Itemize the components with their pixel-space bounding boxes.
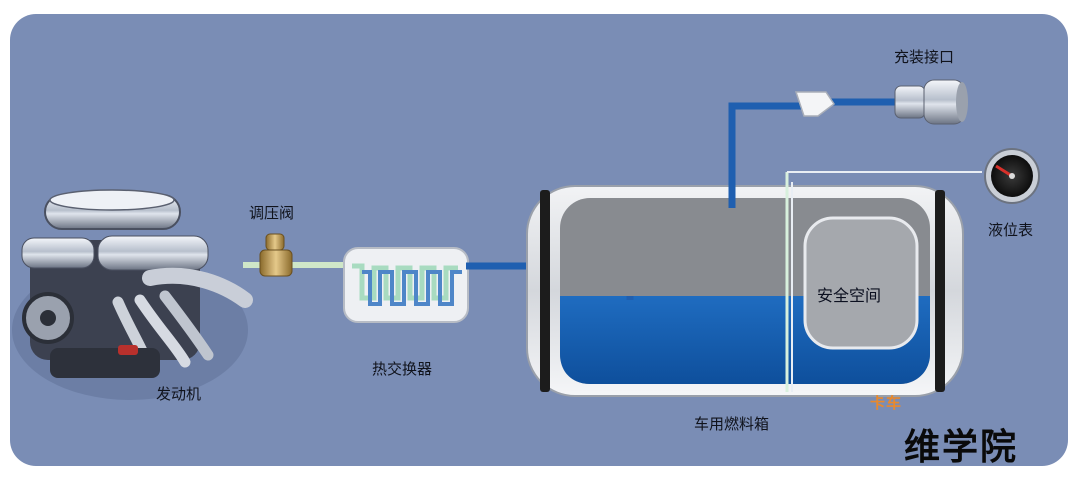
watermark-large: 维学院 bbox=[904, 427, 1019, 468]
gauge-hub bbox=[1009, 173, 1015, 179]
safety-space-chamber bbox=[803, 216, 919, 350]
filling-port-flange bbox=[894, 85, 926, 119]
valve-cover-left bbox=[21, 237, 95, 269]
valve-cover-right bbox=[97, 235, 209, 271]
tank-band-left bbox=[540, 190, 550, 392]
engine-pulley-hub bbox=[40, 310, 56, 326]
level-gauge-label: 液位表 bbox=[988, 221, 1034, 239]
engine-illustration bbox=[12, 189, 253, 400]
heat-exchanger bbox=[343, 247, 469, 323]
air-cleaner-top bbox=[49, 189, 175, 211]
heat-exchanger-label: 热交换器 bbox=[372, 360, 433, 378]
filling-port bbox=[894, 79, 968, 125]
engine-label: 发动机 bbox=[156, 385, 202, 403]
level-gauge bbox=[787, 148, 1040, 204]
pipe-tank-fillport bbox=[728, 98, 900, 208]
filling-port-label: 充装接口 bbox=[894, 48, 955, 66]
filling-port-mouth bbox=[956, 82, 968, 122]
exhaust-header bbox=[142, 267, 253, 308]
engine-red-part bbox=[118, 345, 138, 355]
check-valve-body bbox=[794, 91, 836, 117]
exhaust-pipe-1 bbox=[134, 294, 191, 368]
engine-sump bbox=[50, 348, 160, 378]
exchanger-coil-blue bbox=[362, 270, 462, 306]
safety-space-label: 安全空间 bbox=[817, 286, 882, 305]
regulator-cap bbox=[265, 233, 285, 251]
gauge-needle bbox=[995, 164, 1013, 178]
watermark-small: 卡车 bbox=[870, 394, 903, 412]
pressure-regulator-valve bbox=[259, 233, 293, 277]
tank-band-right bbox=[935, 190, 945, 392]
fuel-tank-label: 车用燃料箱 bbox=[694, 415, 770, 433]
regulator-label: 调压阀 bbox=[249, 204, 295, 222]
regulator-body bbox=[259, 249, 293, 277]
check-valve bbox=[794, 91, 836, 117]
vehicle-fuel-tank bbox=[526, 172, 964, 397]
exhaust-pipe-2 bbox=[159, 290, 214, 361]
